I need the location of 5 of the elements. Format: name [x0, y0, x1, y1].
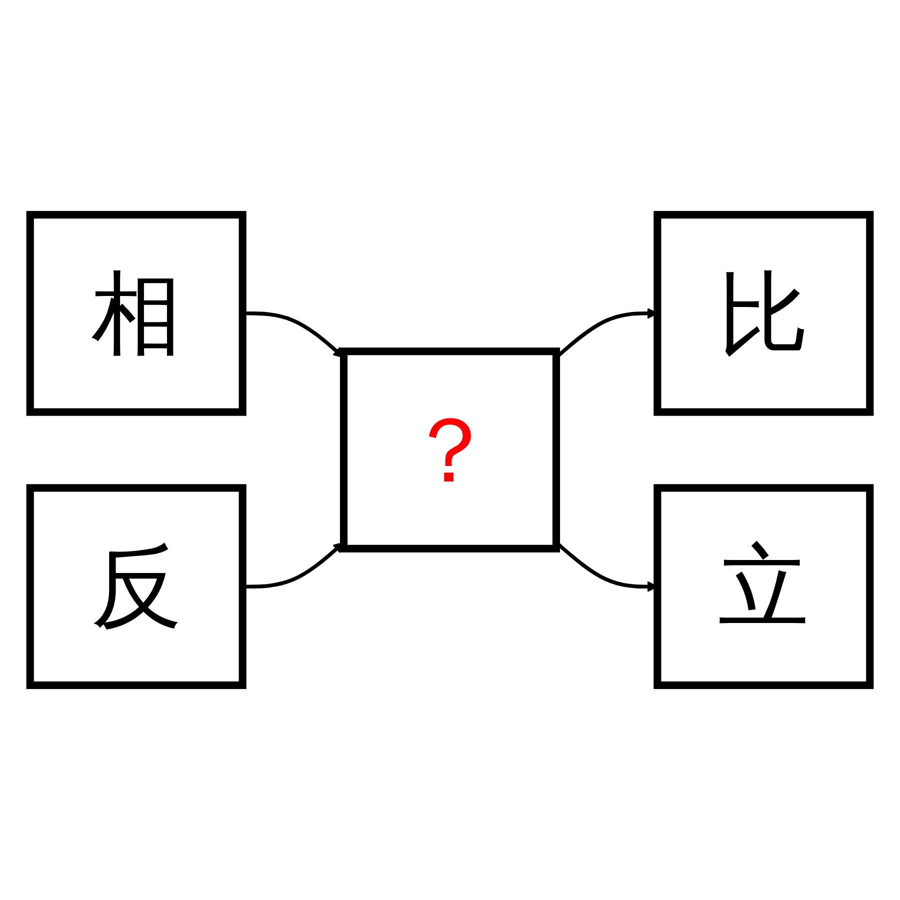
node-box: 反	[26, 484, 246, 690]
node-box: ？	[340, 348, 560, 552]
node-box: 比	[654, 210, 874, 416]
node-box: 相	[26, 210, 246, 416]
node-box: 立	[654, 484, 874, 690]
